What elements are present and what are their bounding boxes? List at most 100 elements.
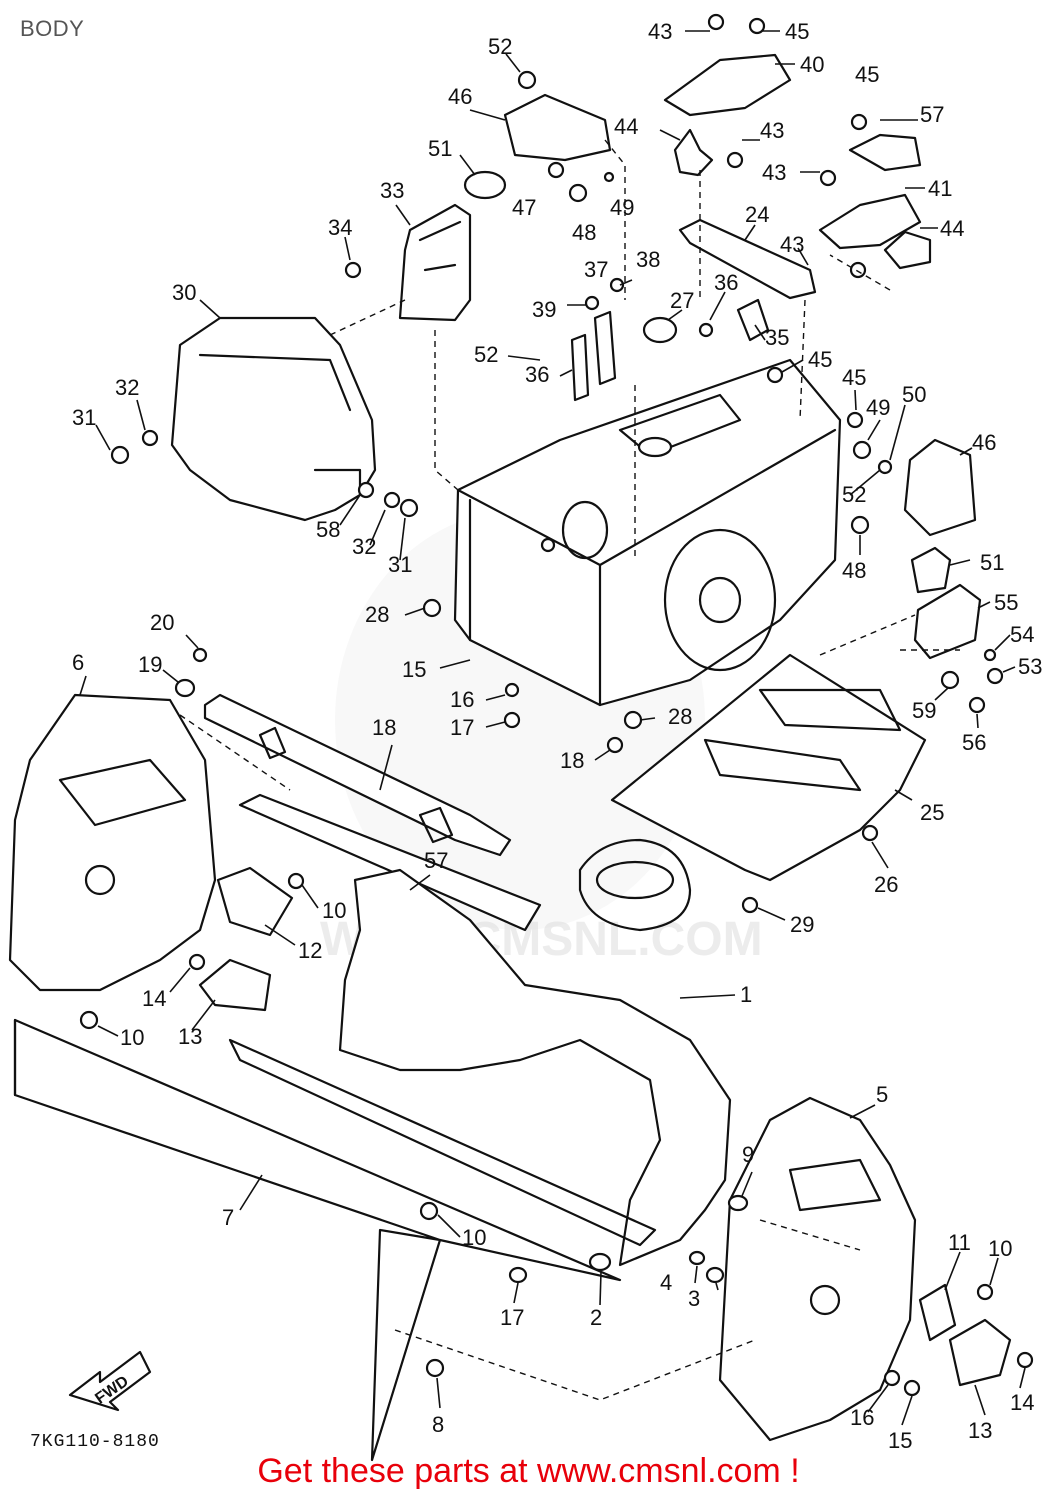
callout-41: 41 <box>928 176 952 201</box>
hardware-small <box>508 1194 749 1284</box>
callout-10a: 10 <box>322 898 346 923</box>
callout-31a: 31 <box>72 405 96 430</box>
callout-9: 9 <box>742 1142 754 1167</box>
fwd-arrow-icon: FWD <box>68 1350 152 1412</box>
callout-49a: 48 <box>572 220 596 245</box>
fasteners <box>79 13 1034 1397</box>
callout-44a: 44 <box>614 114 638 139</box>
main-frame-21 <box>453 358 842 707</box>
callout-39b: 39 <box>532 297 556 322</box>
callout-7: 7 <box>222 1205 234 1230</box>
callout-24: 24 <box>745 202 769 227</box>
spoiler-7 <box>13 1018 657 1462</box>
callout-17: 17 <box>500 1305 524 1330</box>
callout-56: 56 <box>962 730 986 755</box>
callout-13a: 13 <box>178 1024 202 1049</box>
brackets-12-13-left <box>198 866 294 1012</box>
callout-52b: 52 <box>474 342 498 367</box>
callout-6: 6 <box>72 650 84 675</box>
bracket-33 <box>398 203 472 322</box>
page-title: BODY <box>20 16 85 41</box>
callout-20: 20 <box>150 610 174 635</box>
callout-3: 3 <box>688 1286 700 1311</box>
callout-15: 15 <box>888 1428 912 1453</box>
callout-19: 19 <box>138 652 162 677</box>
callout-59a: 58 <box>316 517 340 542</box>
callout-33: 33 <box>380 178 404 203</box>
callout-40: 40 <box>800 52 824 77</box>
callout-28a: 28 <box>365 602 389 627</box>
callout-23a: 17 <box>450 715 474 740</box>
callout-25: 25 <box>920 800 944 825</box>
callout-27: 27 <box>670 288 694 313</box>
footer-parts-link[interactable]: Get these parts at www.cmsnl.com ! <box>257 1452 800 1490</box>
callout-10c: 10 <box>462 1225 486 1250</box>
callout-43a: 43 <box>760 118 784 143</box>
callout-38: 37 <box>584 257 608 282</box>
callout-39a: 38 <box>636 247 660 272</box>
cap-27 <box>642 316 678 344</box>
mount-assembly-40 <box>663 53 792 177</box>
brackets-37-38 <box>570 310 617 402</box>
callout-32a: 32 <box>115 375 139 400</box>
callout-21: 15 <box>402 657 426 682</box>
callout-45c: 45 <box>808 347 832 372</box>
callout-58: 57 <box>424 848 448 873</box>
callout-22: 16 <box>450 687 474 712</box>
callout-45a: 45 <box>785 19 809 44</box>
mount-51-upper <box>463 170 507 200</box>
callout-4: 4 <box>660 1270 672 1295</box>
callout-23b: 18 <box>560 748 584 773</box>
bracket-46 <box>503 93 612 162</box>
callout-55: 55 <box>994 590 1018 615</box>
callout-51b: 51 <box>980 550 1004 575</box>
shaft-18 <box>203 693 512 857</box>
plate-25 <box>610 653 927 882</box>
callout-42b: 43 <box>762 160 786 185</box>
callout-18: 18 <box>372 715 396 740</box>
callout-8: 8 <box>432 1412 444 1437</box>
callout-49b: 49 <box>866 395 890 420</box>
auger-housing-1 <box>338 838 732 1267</box>
leader-lines <box>79 30 1026 1426</box>
drawing-code: 7KG110-8180 <box>30 1432 160 1452</box>
strip-58 <box>238 793 542 932</box>
callout-52c: 52 <box>842 482 866 507</box>
callout-59b: 59 <box>912 698 936 723</box>
callout-53: 53 <box>1018 654 1042 679</box>
callout-1: 1 <box>740 982 752 1007</box>
side-plate-5 <box>718 1096 917 1442</box>
callout-30: 30 <box>172 280 196 305</box>
callout-51a: 51 <box>428 136 452 161</box>
callout-5: 5 <box>876 1082 888 1107</box>
bracket-47 <box>903 438 977 537</box>
callout-43b: 43 <box>780 232 804 257</box>
callout-26: 26 <box>874 872 898 897</box>
brackets-11-13-right <box>918 1283 1012 1387</box>
callout-50b: 50 <box>902 382 926 407</box>
callout-28b: 28 <box>668 704 692 729</box>
callout-52a: 52 <box>488 34 512 59</box>
callout-10b: 10 <box>120 1025 144 1050</box>
callout-50a: 49 <box>610 195 634 220</box>
callout-14a: 14 <box>142 986 166 1011</box>
bracket-35 <box>736 298 770 342</box>
callout-47: 46 <box>972 430 996 455</box>
callout-31b: 31 <box>388 552 412 577</box>
callout-12: 12 <box>298 938 322 963</box>
callout-36: 36 <box>714 270 738 295</box>
cover-30 <box>170 316 377 522</box>
callout-44b: 44 <box>940 216 964 241</box>
callout-48b: 48 <box>842 558 866 583</box>
callout-57: 57 <box>920 102 944 127</box>
callout-48a: 47 <box>512 195 536 220</box>
callout-labels: 43 45 40 52 46 44 43 45 57 43 41 44 24 4… <box>72 19 1042 1453</box>
callout-13b: 13 <box>968 1418 992 1443</box>
callout-16: 16 <box>850 1405 874 1430</box>
bracket-41-57 <box>818 133 932 270</box>
callout-10d: 10 <box>988 1236 1012 1261</box>
callout-54: 54 <box>1010 622 1034 647</box>
callout-14b: 14 <box>1010 1390 1034 1415</box>
callout-34: 34 <box>328 215 352 240</box>
